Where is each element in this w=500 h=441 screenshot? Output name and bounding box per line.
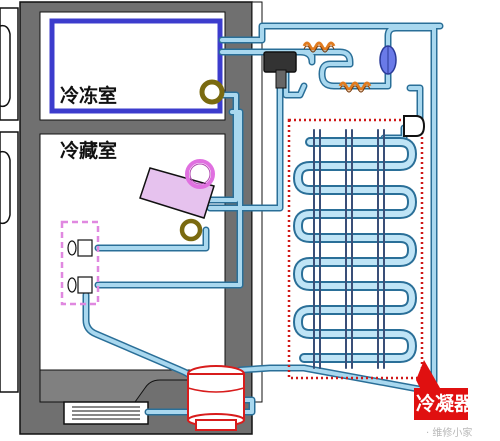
freezer-valve-ring (199, 79, 225, 105)
fridge-valve-ring (179, 218, 203, 242)
dual-valve-dashed-box (60, 220, 100, 306)
fridge-solenoid (139, 159, 215, 219)
condenser-callout (414, 360, 468, 420)
freezer-evaporator (49, 18, 223, 114)
capillary-coil-bottom (338, 81, 372, 93)
condenser-label: 冷凝器 (416, 393, 474, 415)
capillary-coil-top (302, 41, 336, 53)
pipe-network (82, 22, 444, 416)
freezer-label: 冷冻室 (60, 85, 118, 107)
fridge-door (0, 131, 19, 393)
condenser-coil (293, 129, 417, 369)
freezer-door (0, 7, 19, 121)
valve-upper (67, 239, 93, 257)
valve-lower (67, 276, 93, 294)
condenser-dotted-boundary (287, 118, 424, 380)
dryer-cap (403, 115, 426, 137)
compressor (187, 365, 245, 431)
solenoid-valve (263, 51, 297, 89)
vent-grill-lines (72, 406, 140, 420)
fridge-label: 冷藏室 (60, 140, 118, 162)
filter-drier (379, 45, 397, 75)
watermark-text: · 维修小家 (426, 428, 473, 439)
